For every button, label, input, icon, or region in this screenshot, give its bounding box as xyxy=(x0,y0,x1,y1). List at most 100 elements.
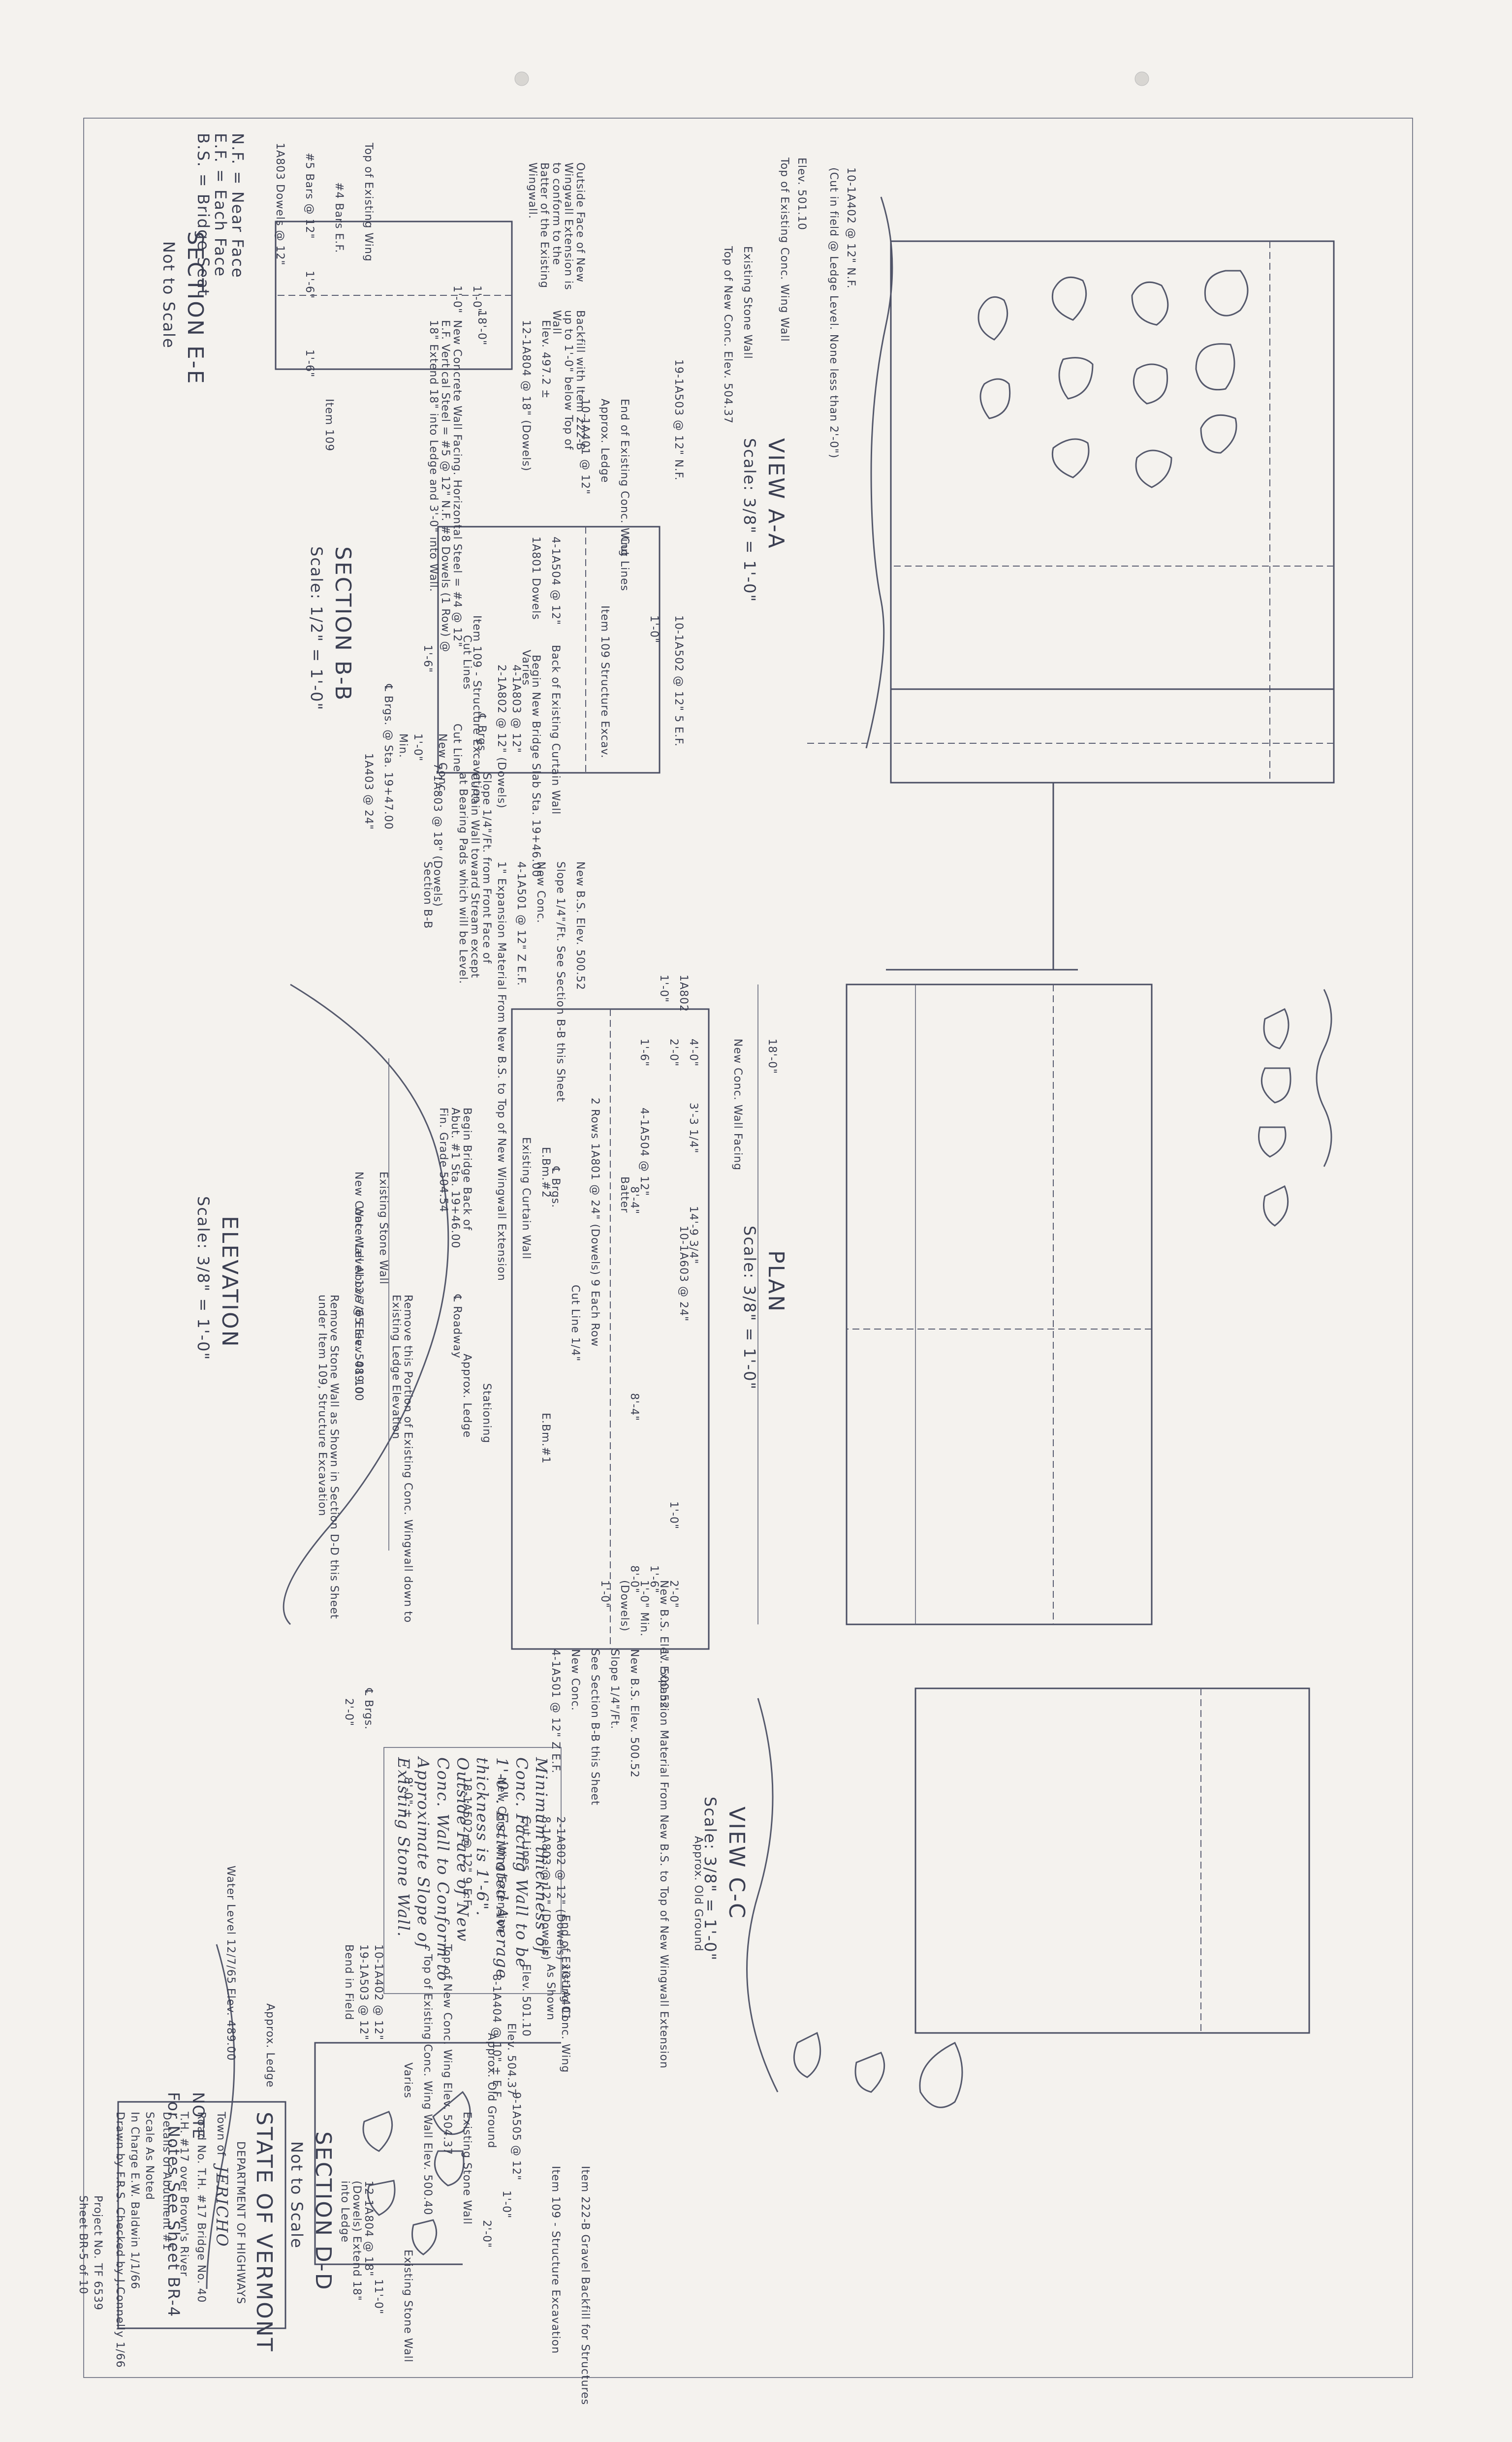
plan-stone xyxy=(1258,989,1332,1227)
cc-rebar-2ia802: 2-1A802 @ 12" (Dowels) xyxy=(554,1816,567,1961)
aa-rebar-ia501: 4-1A501 @ 12" Z E.F. xyxy=(515,861,527,986)
bb-cut-lines: Cut Lines xyxy=(618,537,630,592)
bb-dowels: 1A801 Dowels xyxy=(530,537,542,620)
dd-dim-1-0: 1'-0" xyxy=(500,2190,512,2219)
plan-ebm-2: E.Bm.#2 xyxy=(539,1147,552,1198)
view-aa-title: VIEW A-A xyxy=(763,438,788,550)
plan-dim-4-0: 4'-0" xyxy=(687,1039,699,1067)
bb-slope-note: Slope 1/4"/Ft. from Front Face of Curtai… xyxy=(456,773,493,984)
ee-outside-face: Outside Face of New Wingwall Extension i… xyxy=(526,162,586,290)
aa-rebar-ia802: 2-1A802 @ 12" (Dowels) xyxy=(495,665,507,809)
plan-remove-stone: Remove Stone Wall as Shown in Section D-… xyxy=(315,1295,340,1619)
plan-dim-18: 18'-0" xyxy=(766,1039,778,1075)
plan-outline xyxy=(846,983,1153,1625)
sheet-border xyxy=(83,118,1413,2378)
bb-new-conc: New Conc. xyxy=(436,733,448,795)
ee-rebar-5: #5 Bars @ 12" xyxy=(303,153,315,239)
elev-new-bs: New B.S. Elev. 500.52 xyxy=(658,1580,670,1709)
elev-water-level: Water Level 12/7/65 Elev. 489.00 xyxy=(352,1206,365,1401)
note-box-frame xyxy=(383,1747,562,1994)
plan-title: PLAN xyxy=(763,1250,788,1313)
abbrev-nf: N.F. = Near Face xyxy=(228,133,247,279)
title-scale: Scale As Noted xyxy=(143,2112,156,2200)
ee-rebar-4: #4 Bars E.F. xyxy=(333,182,345,254)
dd-elev-50437: Elev. 504.37 xyxy=(505,2023,517,2096)
aa-approx-ledge: Approx. Ledge xyxy=(598,399,611,483)
plan-dim-2-0: 2'-0" xyxy=(667,1039,680,1067)
cc-expansion: 1" Expansion Material From New B.S. to T… xyxy=(658,1649,670,2069)
dd-existing-stone: Existing Stone Wall xyxy=(402,2250,414,2363)
bb-dim-1-0: 1'-0" xyxy=(648,615,660,644)
aa-top-new-wall: Top of New Conc. Elev. 504.37 xyxy=(722,246,734,424)
title-road: Road No. T.H. #17 Bridge No. 40 xyxy=(195,2112,207,2303)
cc-rebar-ia501: 4-1A501 @ 12" Z E.F. xyxy=(549,1649,562,1774)
aa-rebar-ia503: 19-1A503 @ 12" N.F. xyxy=(672,359,685,481)
dd-water-level: Water Level 12/7/65 Elev. 489.00 xyxy=(224,1866,237,2061)
section-dd-title: SECTION D-D xyxy=(311,2131,336,2291)
aa-cut-note: (Cut in field @ Ledge Level. None less t… xyxy=(827,167,840,459)
dd-stone xyxy=(362,2091,471,2255)
ee-dim-1-0a: 1'-0" xyxy=(471,285,483,314)
plan-dim-1-0: 1'-0" xyxy=(667,1501,680,1530)
cc-wing xyxy=(914,1687,1310,2034)
ee-dim-1-6a: 1'-6" xyxy=(303,271,315,299)
elevation-title: ELEVATION xyxy=(217,1216,242,1348)
dd-rebar-ia503: 19-1A503 @ 12" xyxy=(357,1944,370,2041)
dd-wall xyxy=(314,2042,561,2265)
dd-ledge xyxy=(206,1944,235,2289)
dd-bend: Bend in Field xyxy=(343,1944,355,2021)
ee-top-existing-wing: Top of Existing Wing xyxy=(362,143,375,262)
section-ee-linework xyxy=(275,221,513,370)
elev-ledge xyxy=(283,983,449,1625)
title-state: STATE OF VERMONT xyxy=(252,2112,277,2353)
aa-facing-note: New Concrete Wall Facing. Horizontal Ste… xyxy=(427,320,463,653)
plan-begin-bridge: Begin Bridge Back of Abut. #1 Sta. 19+46… xyxy=(437,1108,473,1249)
elev-cut-line: Cut Line 1/4" xyxy=(569,1285,581,1362)
aa-begin-slab: Begin New Bridge Slab Sta. 19+46.00 xyxy=(530,655,542,878)
view-aa-scale: Scale: 3/8" = 1'-0" xyxy=(740,438,759,603)
plan-stationing: Stationing xyxy=(480,1383,493,1444)
aa-new-bs-elev: New B.S. Elev. 500.52 xyxy=(574,861,586,990)
section-ee-scale: Not to Scale xyxy=(159,241,178,349)
title-block-frame xyxy=(117,2101,286,2329)
rotated-drawing: N.F. = Near Face E.F. = Each Face B.S. =… xyxy=(108,123,1398,2405)
aa-rebar-top: 10-1A402 @ 12" N.F. xyxy=(845,167,857,289)
ee-dim-1-0b: 1'-0" xyxy=(451,285,463,314)
plan-dim-8-4b: 8'-4" xyxy=(628,1393,640,1422)
dd-approx-ground: Approx. Old Ground xyxy=(485,2033,498,2149)
cc-item-109: Item 109 - Structure Excavation xyxy=(549,2166,562,2354)
cc-new-bs: New B.S. Elev. 500.52 xyxy=(628,1649,640,1778)
plan-new-conc-facing: New Conc. Wall Facing xyxy=(731,1039,744,1171)
plan-remove-wing: Remove this Portion of Existing Conc. Wi… xyxy=(389,1295,414,1623)
elevation-scale: Scale: 3/8" = 1'-0" xyxy=(194,1196,213,1361)
aa-end-existing-wing: End of Existing Conc. Wing xyxy=(618,399,630,557)
aa-item-109: Item 109 Structure Excav. xyxy=(598,605,611,759)
elev-dowels: (Dowels) xyxy=(618,1580,630,1632)
aa-top-existing-wing: Top of Existing Conc. Wing Wall xyxy=(778,158,790,342)
title-town: JERICHO xyxy=(213,2166,231,2248)
ee-backfill: Backfill with Item 222-B up to 1'-0" bel… xyxy=(550,310,586,451)
aa-rebar-ia502: 10-1A502 @ 12" 5 E.F. xyxy=(672,615,685,747)
aa-elev-4972: Elev. 497.2 ± xyxy=(539,320,552,399)
binder-hole xyxy=(1134,71,1149,86)
bb-min: Min. xyxy=(397,733,409,759)
section-dd-scale: Not to Scale xyxy=(287,2141,306,2249)
stone-pattern xyxy=(977,270,1249,488)
title-town-label: Town of xyxy=(215,2112,227,2157)
plan-existing-curtain: Existing Curtain Wall xyxy=(520,1137,532,1260)
elev-rows: 2 Rows 1A801 @ 24" (Dowels) 9 Each Row xyxy=(589,1098,601,1347)
aa-existing-stone-wall: Existing Stone Wall xyxy=(741,246,754,359)
thickness-note: Minimum thickness of Conc. Facing Wall t… xyxy=(394,1757,551,1982)
cc-ground xyxy=(746,1698,779,2093)
view-aa-linework xyxy=(807,196,1335,971)
binder-hole xyxy=(514,71,529,86)
section-bb-title: SECTION B-B xyxy=(330,546,355,702)
bb-varies: Varies xyxy=(520,650,532,686)
ee-dowels: 1A803 Dowels @ 12" xyxy=(274,143,286,266)
aa-rebar-12ia804: 12-1A804 @ 18" (Dowels) xyxy=(520,320,532,472)
wall-outline xyxy=(890,240,1335,784)
elev-rebar-ia603: 10-1A603 @ 24" xyxy=(677,1226,690,1322)
view-cc-linework xyxy=(746,1687,1310,2108)
